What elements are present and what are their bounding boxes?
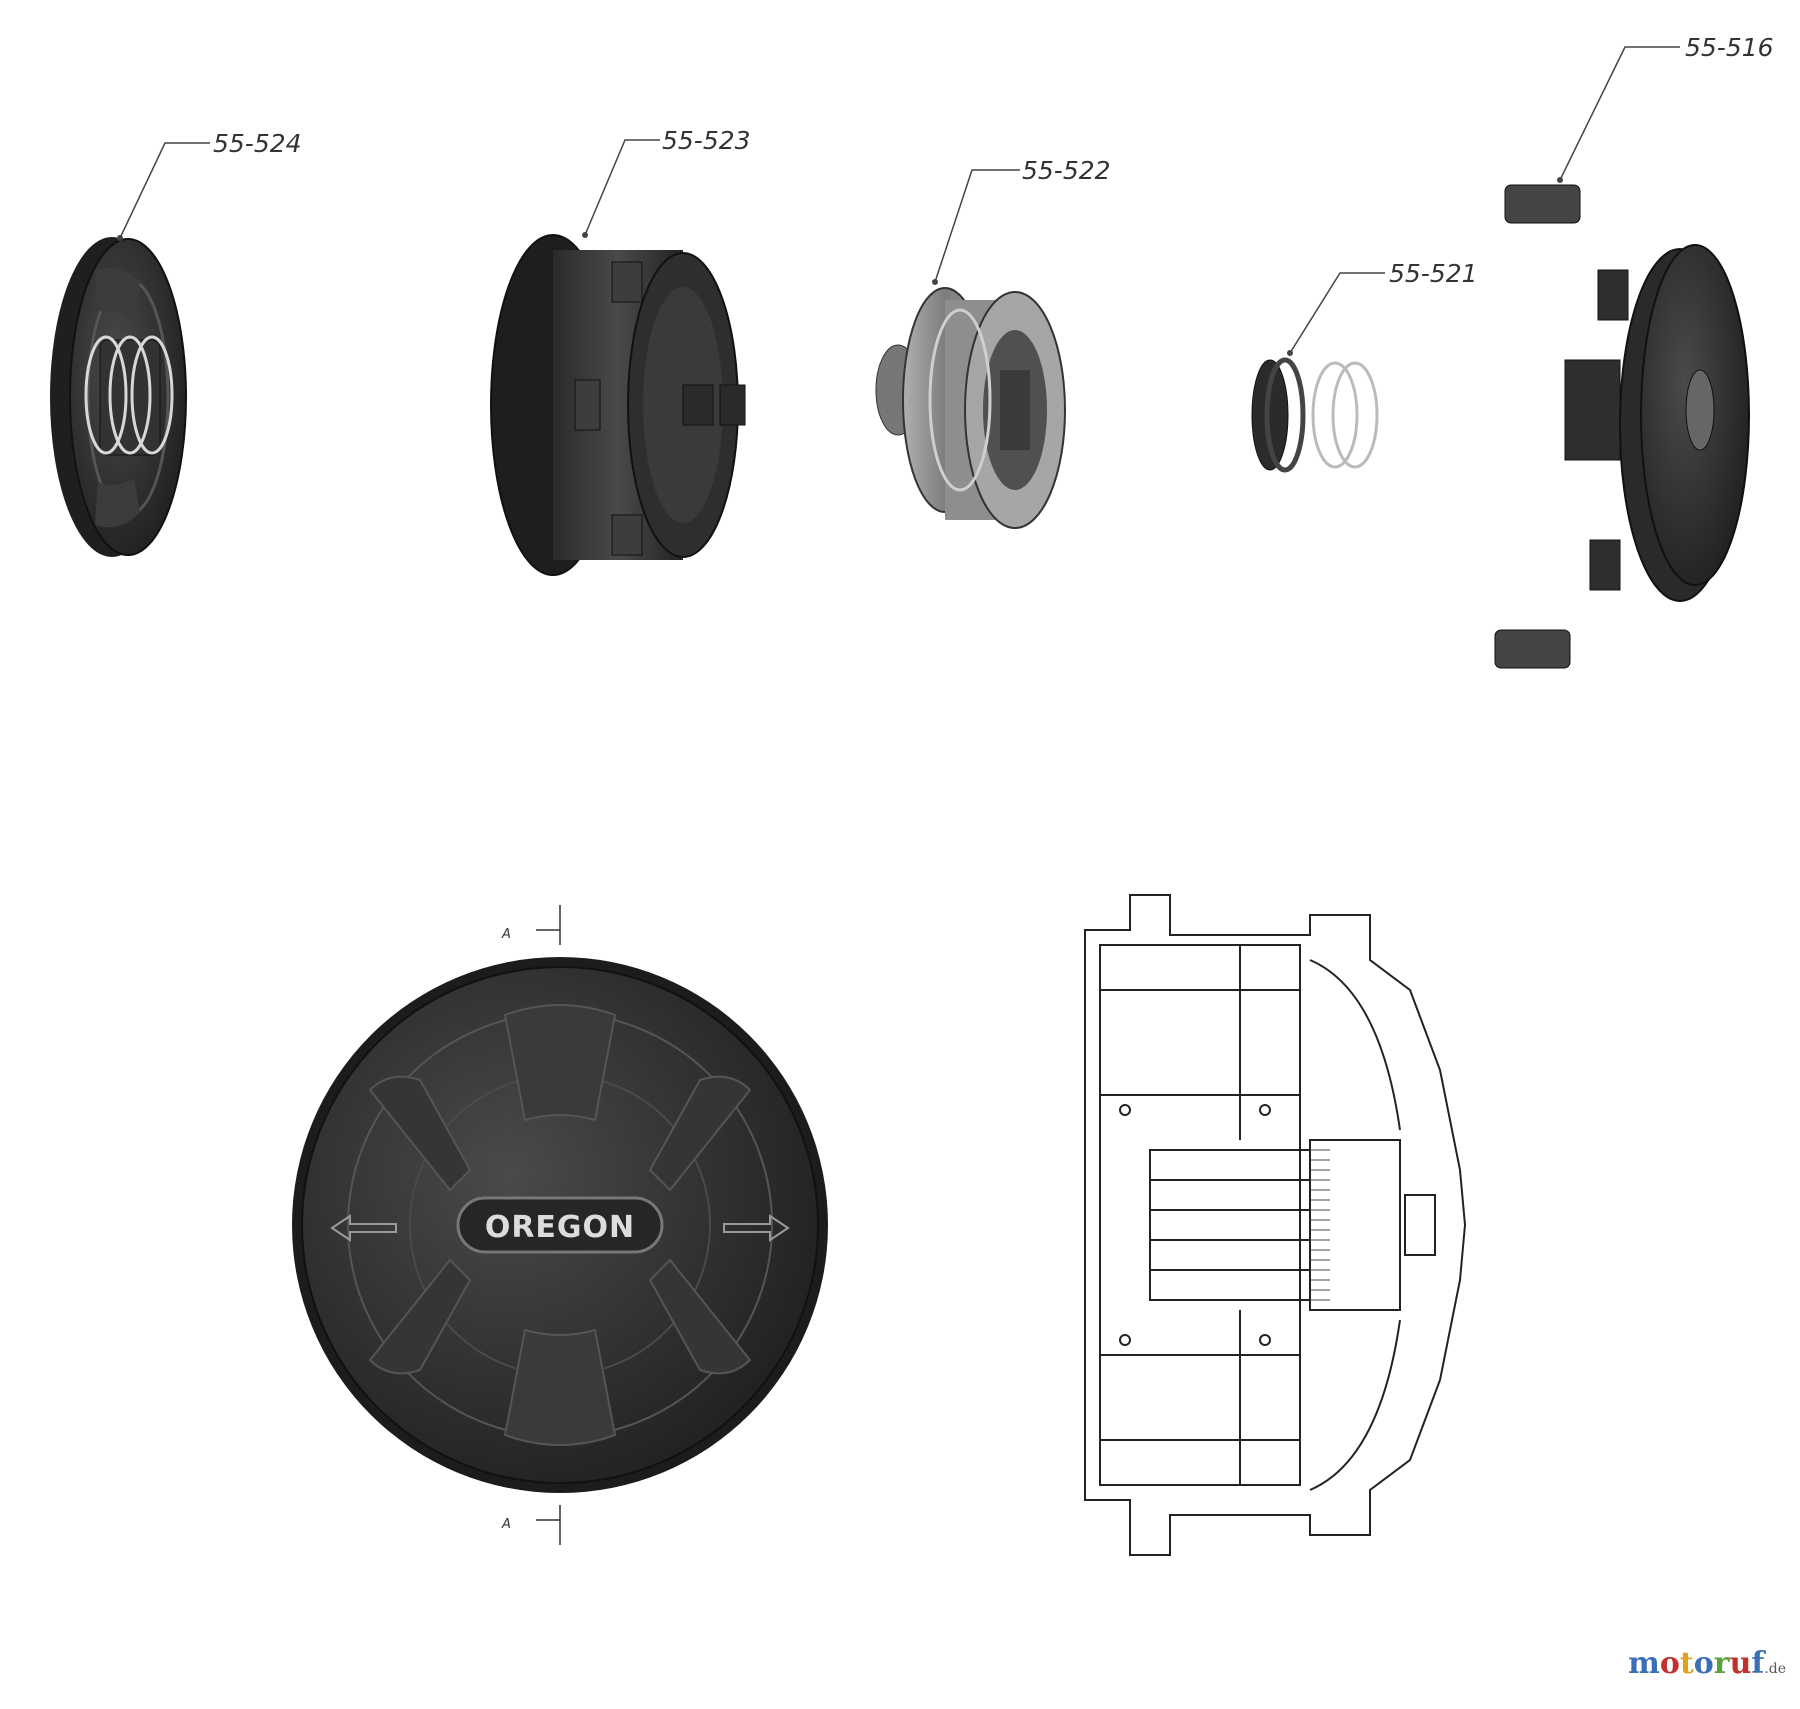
- leader-55-516: [1557, 46, 1680, 183]
- part-55-521: [1251, 357, 1379, 473]
- cross-section-view: [1084, 894, 1467, 1556]
- section-mark-bottom: A: [501, 1517, 511, 1532]
- callout-55-524: 55-524: [213, 129, 302, 158]
- leader-55-523: [582, 139, 660, 238]
- part-55-522: [875, 287, 1066, 529]
- part-55-524: [50, 237, 187, 557]
- watermark-letter: t: [1679, 1646, 1694, 1681]
- callout-55-522: 55-522: [1022, 156, 1111, 185]
- watermark-letter: r: [1713, 1646, 1730, 1681]
- callout-55-521: 55-521: [1389, 259, 1478, 288]
- front-view: [292, 905, 828, 1545]
- oregon-logo: OREGON: [485, 1210, 635, 1245]
- callout-55-523: 55-523: [662, 126, 751, 155]
- leader-55-524: [117, 142, 210, 241]
- watermark-letter: u: [1729, 1646, 1752, 1681]
- watermark-letter: f: [1751, 1646, 1765, 1681]
- section-mark-top: A: [501, 927, 511, 942]
- cross-section-hatch: [1310, 1149, 1330, 1301]
- watermark-letter: o: [1693, 1646, 1714, 1681]
- part-55-523: [490, 234, 746, 576]
- part-55-516: [1494, 184, 1750, 669]
- leader-55-521: [1287, 272, 1385, 356]
- motoruf-watermark: motoruf.de: [1628, 1646, 1786, 1681]
- watermark-letter: m: [1628, 1646, 1660, 1681]
- callout-55-516: 55-516: [1685, 33, 1774, 62]
- watermark-letter: o: [1659, 1646, 1680, 1681]
- leader-55-522: [932, 169, 1020, 285]
- watermark-tld: .de: [1764, 1661, 1786, 1677]
